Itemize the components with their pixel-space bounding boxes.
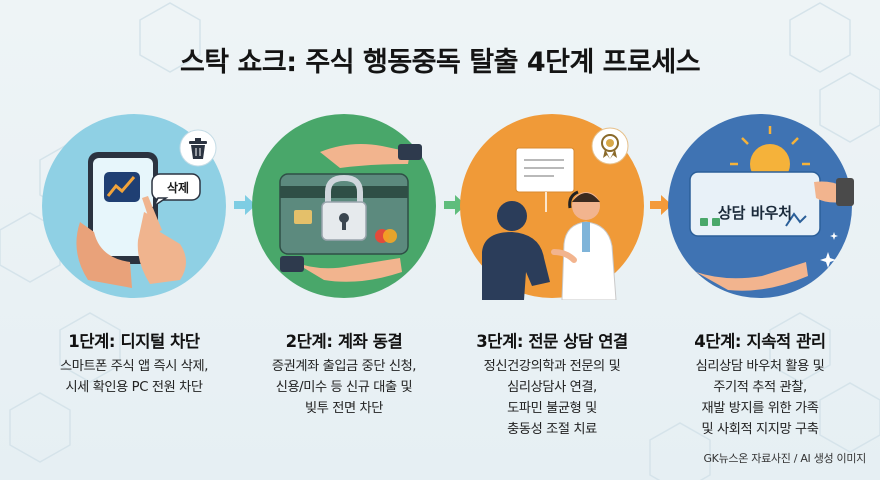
step-1-desc-line: 스마트폰 주식 앱 즉시 삭제, — [59, 359, 209, 374]
step-4-desc-line: 및 사회적 지지망 구축 — [701, 422, 819, 437]
step-2-desc-line: 증권계좌 출입금 중단 신청, — [271, 359, 417, 374]
step-1-illustration — [42, 114, 226, 298]
step-2-desc-line: 빚투 전면 차단 — [305, 401, 383, 416]
step-4-desc-line: 심리상담 바우처 활용 및 — [695, 359, 825, 374]
step-3-desc-line: 도파민 불균형 및 — [507, 401, 597, 416]
step-3-desc-line: 충동성 조절 치료 — [507, 422, 597, 437]
step-1-desc-line: 시세 확인용 PC 전원 차단 — [65, 380, 203, 395]
arrow-right-icon — [650, 195, 672, 215]
step-2-title: 2단계: 계좌 동결 — [285, 332, 403, 351]
step-3-desc-line: 정신건강의학과 전문의 및 — [483, 359, 621, 374]
voucher-label: 상담 바우처 — [717, 204, 793, 222]
trash-icon — [189, 138, 207, 159]
step-4-illustration — [668, 114, 854, 298]
step-4-description: 심리상담 바우처 활용 및 주기적 추적 관찰, 재발 방지를 위한 가족 및 … — [636, 356, 880, 440]
step-4-desc-line: 재발 방지를 위한 가족 — [701, 401, 819, 416]
step-4-desc-line: 주기적 추적 관찰, — [713, 380, 807, 395]
step-3-description: 정신건강의학과 전문의 및 심리상담사 연결, 도파민 불균형 및 충동성 조절… — [428, 356, 676, 440]
delete-bubble-label: 삭제 — [166, 181, 190, 195]
step-3-illustration — [460, 114, 644, 300]
step-1-title: 1단계: 디지털 차단 — [68, 332, 200, 351]
voucher-icon — [689, 171, 821, 237]
image-credit: GK뉴스온 자료사진 / AI 생성 이미지 — [703, 452, 866, 465]
step-1-description: 스마트폰 주식 앱 즉시 삭제, 시세 확인용 PC 전원 차단 — [10, 356, 258, 398]
certificate-icon — [601, 134, 619, 159]
step-2-description: 증권계좌 출입금 중단 신청, 신용/미수 등 신규 대출 및 빚투 전면 차단 — [220, 356, 468, 419]
step-3-title: 3단계: 전문 상담 연결 — [476, 332, 628, 351]
step-2-desc-line: 신용/미수 등 신규 대출 및 — [275, 380, 413, 395]
arrow-right-icon — [234, 195, 256, 215]
step-4-title: 4단계: 지속적 관리 — [694, 332, 826, 351]
padlock-icon — [321, 174, 367, 241]
page-title: 스탁 쇼크: 주식 행동중독 탈출 4단계 프로세스 — [179, 47, 701, 78]
step-2-illustration — [252, 114, 436, 298]
step-3-desc-line: 심리상담사 연결, — [507, 380, 597, 395]
